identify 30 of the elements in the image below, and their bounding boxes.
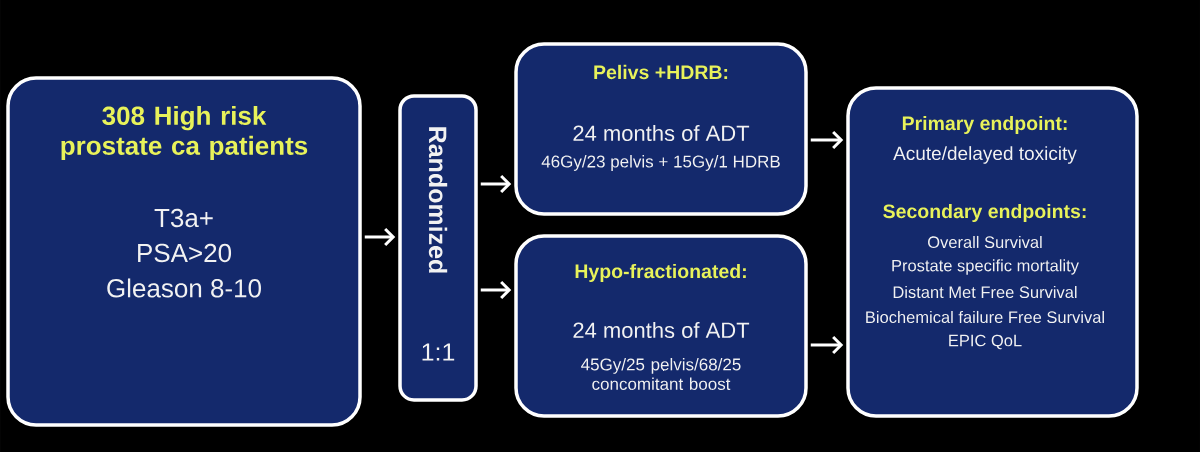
text-line: 46Gy/23 pelvis + 15Gy/1 HDRB — [541, 155, 780, 171]
arrow — [480, 280, 512, 300]
arrow — [364, 227, 396, 247]
heading: Hypo-fractionated: — [575, 263, 746, 283]
text-line: Overall Survival — [928, 235, 1042, 249]
arrow — [810, 335, 844, 355]
heading: Secondary endpoints: — [883, 203, 1086, 223]
heading: Pelivs +HDRB: — [594, 64, 728, 80]
text-line: 1:1 — [422, 343, 455, 361]
arrow — [480, 174, 512, 194]
rounded-box — [514, 234, 808, 418]
text-line: Acute/delayed toxicity — [893, 146, 1077, 164]
text-line: 24 months of ADT — [573, 321, 750, 339]
arrow — [810, 130, 844, 150]
rounded-box — [398, 94, 478, 402]
text-line: EPIC QoL — [949, 334, 1022, 350]
heading: Randomized — [428, 127, 448, 273]
text-line: Prostate specific mortality — [892, 259, 1079, 275]
text-line: Gleason 8-10 — [107, 278, 261, 298]
text-line: 24 months of ADT — [573, 124, 750, 142]
heading: Primary endpoint: — [902, 115, 1067, 135]
text-line: Biochemical failure Free Survival — [866, 310, 1104, 324]
text-line: T3a+ — [154, 208, 213, 228]
rounded-box — [846, 86, 1139, 418]
heading: 308 High risk prostate ca patients — [61, 105, 308, 161]
text-line: Distant Met Free Survival — [893, 285, 1077, 299]
text-line: PSA>20 — [138, 243, 232, 263]
rounded-box — [6, 76, 362, 427]
text-line: 45Gy/25 pelvis/68/25 concomitant boost — [581, 358, 741, 390]
rounded-box — [514, 42, 808, 216]
